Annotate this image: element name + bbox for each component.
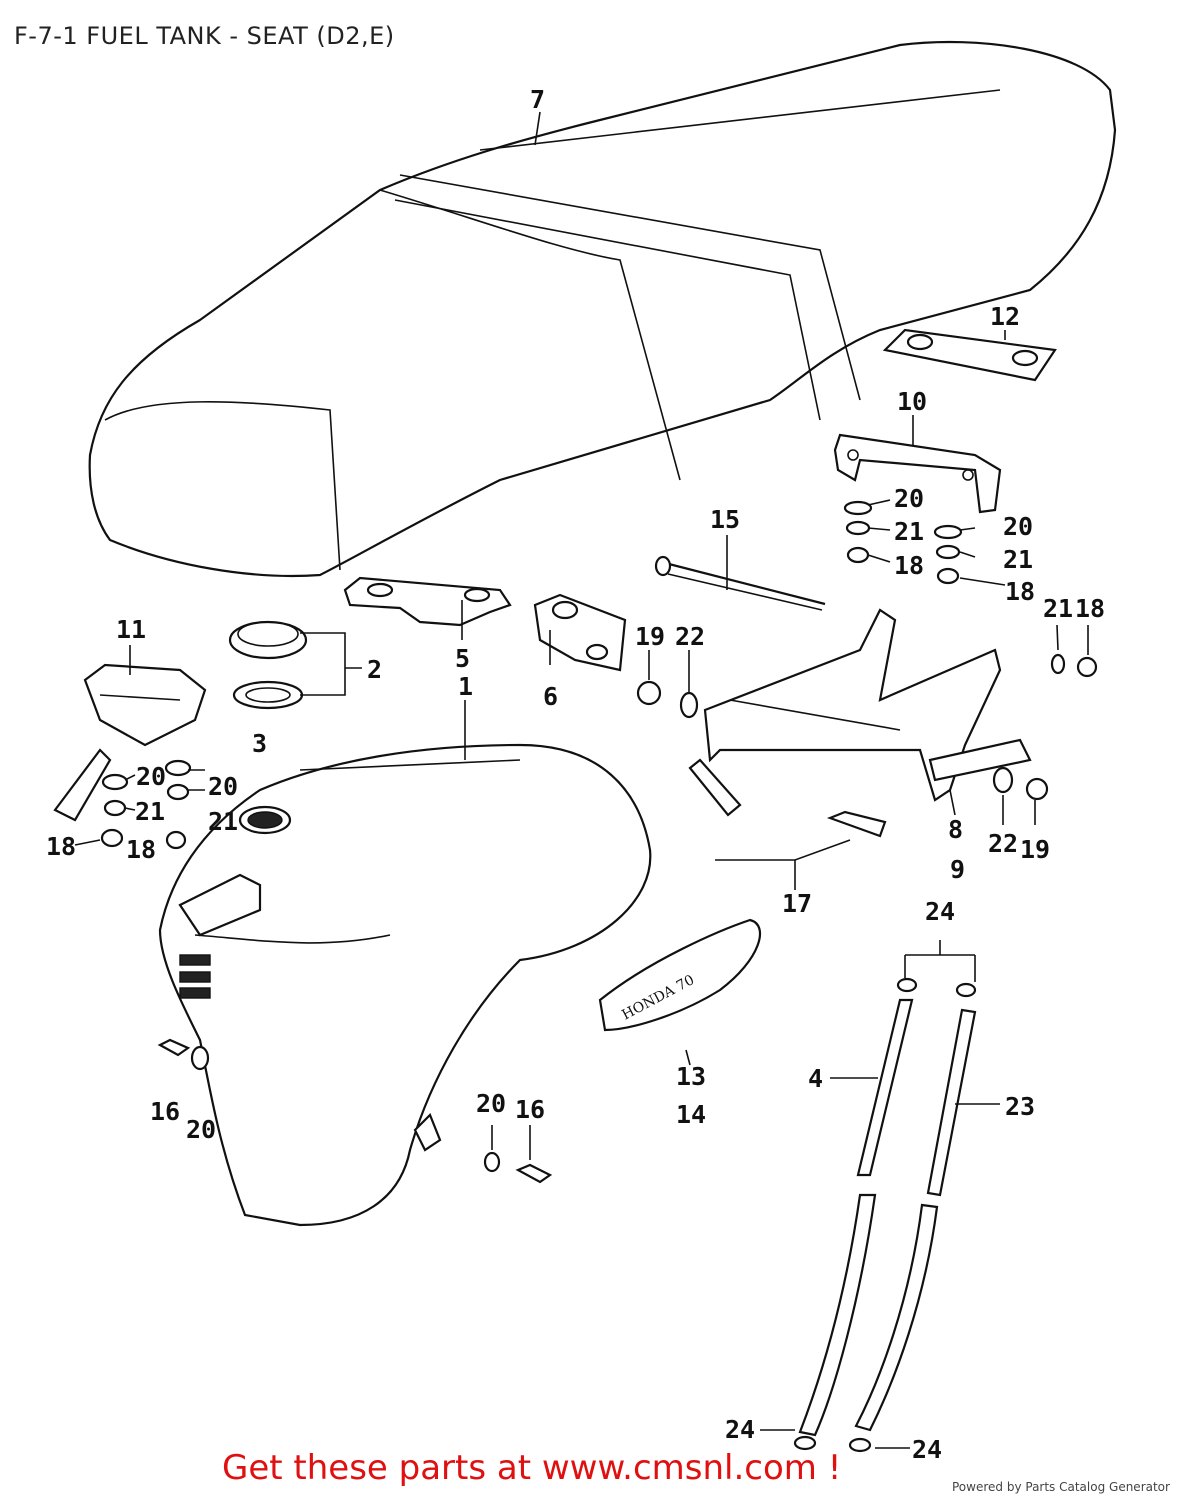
frame-bracket xyxy=(703,608,1049,802)
callout-11: 11 xyxy=(116,615,146,644)
callout-22a: 22 xyxy=(675,622,705,651)
callout-18c: 18 xyxy=(1075,594,1105,623)
callout-9: 9 xyxy=(950,855,965,884)
callout-21e: 21 xyxy=(208,807,238,836)
callout-24b: 24 xyxy=(725,1415,755,1444)
fuel-hoses xyxy=(793,977,977,1453)
callout-8: 8 xyxy=(948,815,963,844)
callout-2: 2 xyxy=(367,655,382,684)
callout-18a: 18 xyxy=(894,551,924,580)
tank-mount-plates xyxy=(343,576,627,672)
callout-18d: 18 xyxy=(46,832,76,861)
callout-19b: 19 xyxy=(1020,835,1050,864)
callout-24c: 24 xyxy=(912,1435,942,1464)
callout-7: 7 xyxy=(530,85,545,114)
tank-bolts xyxy=(157,1038,553,1184)
callout-4: 4 xyxy=(808,1064,823,1093)
callout-24a: 24 xyxy=(925,897,955,926)
cap-gasket-set xyxy=(228,620,308,710)
seat-lock xyxy=(53,663,207,850)
callout-13: 13 xyxy=(676,1062,706,1091)
callout-15: 15 xyxy=(710,505,740,534)
tank-emblem: HONDA 70 xyxy=(598,918,762,1032)
callout-21a: 21 xyxy=(894,517,924,546)
seat xyxy=(88,40,1117,578)
seat-hinge-bracket xyxy=(833,433,1002,514)
callout-20c: 20 xyxy=(136,762,166,791)
callout-16a: 16 xyxy=(150,1097,180,1126)
callout-3: 3 xyxy=(252,729,267,758)
callout-16b: 16 xyxy=(515,1095,545,1124)
callout-12: 12 xyxy=(990,302,1020,331)
callout-18e: 18 xyxy=(126,835,156,864)
callout-20a: 20 xyxy=(894,484,924,513)
callout-6: 6 xyxy=(543,682,558,711)
callout-14: 14 xyxy=(676,1100,706,1129)
get-parts-link[interactable]: Get these parts at www.cmsnl.com ! xyxy=(222,1448,842,1488)
callout-20d: 20 xyxy=(208,772,238,801)
callout-21c: 21 xyxy=(1043,594,1073,623)
seat-bracket xyxy=(882,328,1057,382)
callout-20f: 20 xyxy=(476,1089,506,1118)
callout-21d: 21 xyxy=(135,797,165,826)
hinge-shaft xyxy=(654,555,826,611)
callout-21b: 21 xyxy=(1003,545,1033,574)
bracket-bolts xyxy=(636,680,887,838)
callout-22b: 22 xyxy=(988,829,1018,858)
callouts: 7 12 10 20 21 18 20 21 18 15 21 18 11 2 … xyxy=(46,85,1105,1464)
fuel-tank xyxy=(158,743,652,1227)
callout-18b: 18 xyxy=(1005,577,1035,606)
callout-20e: 20 xyxy=(186,1115,216,1144)
callout-10: 10 xyxy=(897,387,927,416)
callout-5: 5 xyxy=(455,644,470,673)
callout-1: 1 xyxy=(458,672,473,701)
callout-17: 17 xyxy=(782,889,812,918)
powered-by-text: Powered by Parts Catalog Generator xyxy=(952,1480,1170,1494)
callout-23: 23 xyxy=(1005,1092,1035,1121)
diagram-title: F-7-1 FUEL TANK - SEAT (D2,E) xyxy=(14,22,395,50)
leader-lines xyxy=(74,111,1089,1449)
callout-20b: 20 xyxy=(1003,512,1033,541)
callout-19a: 19 xyxy=(635,622,665,651)
